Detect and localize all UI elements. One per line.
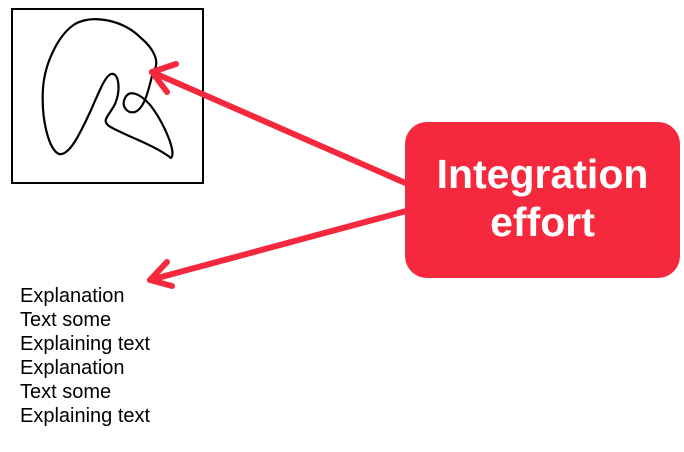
- explanation-text-block: Explanation Text some Explaining text Ex…: [20, 284, 150, 428]
- explanation-line: Explanation: [20, 285, 125, 307]
- explanation-line: Explanation: [20, 357, 125, 379]
- squiggle-outline: [41, 18, 174, 160]
- figure-frame: [11, 8, 204, 184]
- explanation-line: Explaining text: [20, 333, 151, 355]
- integration-effort-callout: Integration effort: [405, 122, 680, 278]
- explanation-line: Text some: [20, 309, 112, 331]
- arrow-to-explanation: [147, 207, 413, 289]
- callout-line-1: Integration: [436, 151, 649, 197]
- explanation-line: Explaining text: [20, 405, 151, 427]
- explanation-line: Text some: [20, 381, 112, 403]
- squiggle-figure: [41, 18, 174, 160]
- callout-line-2: effort: [490, 199, 595, 245]
